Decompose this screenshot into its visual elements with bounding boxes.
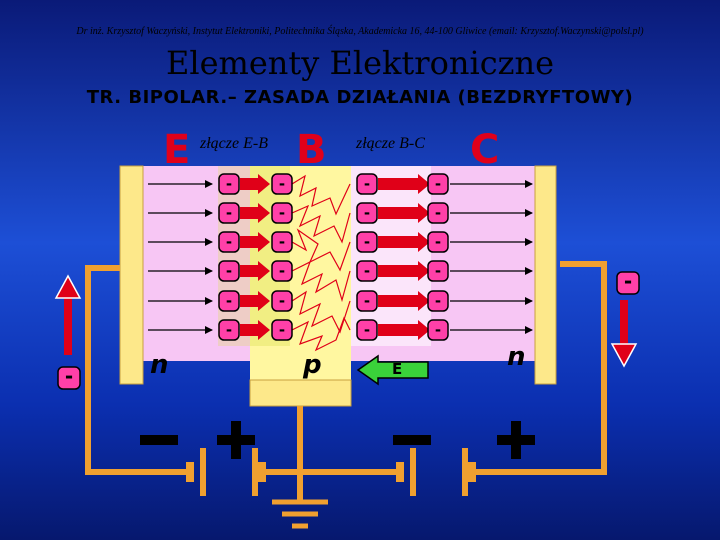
collector-drift-arrow [378, 320, 430, 340]
diffusion-path [291, 316, 351, 352]
page-title: Elementy Elektroniczne [165, 44, 555, 82]
electron-flow-electrons [57, 271, 640, 390]
svg-text:-: - [226, 204, 232, 222]
slide-subtitle: TR. BIPOLAR.– ZASADA DZIAŁANIA (BEZDRYFT… [86, 87, 634, 108]
external-electron-left-sign: - [64, 364, 74, 388]
junction-bc-label: złącze B-C [356, 135, 425, 152]
diffusion-paths [291, 174, 351, 352]
electron-column-1: - - - - - - [218, 173, 240, 341]
svg-text:-: - [226, 233, 232, 251]
base-contact [249, 379, 352, 407]
svg-text:-: - [435, 292, 441, 310]
svg-text:-: - [364, 321, 370, 339]
semiconductor-body [143, 166, 535, 380]
collector-field-lines [450, 180, 533, 334]
svg-text:-: - [435, 321, 441, 339]
diffusion-path [291, 290, 351, 334]
diffusion-path [291, 228, 351, 272]
emitter-field-lines [148, 180, 213, 334]
diffusion-path [291, 174, 351, 216]
collector-wire [476, 261, 607, 475]
emitter-injection-arrow [240, 232, 270, 252]
base-wire-left [266, 406, 303, 475]
electron-column-2: - - - - - - [271, 173, 293, 341]
external-circuit [85, 261, 607, 500]
svg-text:-: - [279, 233, 285, 251]
electron-column-3: - - - - - - [356, 173, 378, 341]
svg-text:-: - [279, 175, 285, 193]
collector-contact [534, 165, 557, 385]
svg-text:-: - [279, 321, 285, 339]
external-electron-right [616, 271, 640, 295]
collector-drift-arrow [378, 261, 430, 281]
base-label: B [296, 127, 327, 173]
svg-text:-: - [279, 204, 285, 222]
minus-sign-icon [140, 435, 178, 445]
bc-depletion-left [351, 166, 431, 346]
svg-text:-: - [279, 262, 285, 280]
emitter-injection-arrow [240, 291, 270, 311]
emitter-injection-arrow [240, 203, 270, 223]
battery-eb-icon [186, 448, 266, 496]
svg-text:-: - [435, 175, 441, 193]
minus-sign-icon [393, 435, 431, 445]
svg-text:-: - [364, 233, 370, 251]
collector-drift-arrow [378, 174, 430, 194]
author-line: Dr inż. Krzysztof Waczyński, Instytut El… [76, 26, 644, 37]
electron-flow-arrows [54, 274, 638, 368]
collector-drift-arrow [378, 203, 430, 223]
ground-icon [272, 499, 328, 529]
svg-text:-: - [279, 292, 285, 310]
battery-bc-icon [396, 448, 476, 496]
svg-text:-: - [226, 262, 232, 280]
svg-text:-: - [364, 292, 370, 310]
emitter-wire [85, 265, 186, 475]
svg-text:-: - [364, 204, 370, 222]
svg-text:-: - [435, 262, 441, 280]
collector-drift-arrow [378, 232, 430, 252]
collector-region-label: n [507, 342, 526, 372]
polarity-signs [140, 421, 535, 459]
injection-arrows [240, 174, 430, 340]
emitter-injection-arrow [240, 320, 270, 340]
svg-text:-: - [226, 175, 232, 193]
junction-eb-label: złącze E-B [200, 135, 268, 152]
external-electron-left [57, 366, 81, 390]
svg-text:-: - [226, 321, 232, 339]
svg-text:-: - [364, 175, 370, 193]
svg-text:-: - [435, 204, 441, 222]
emitter-contact [119, 165, 144, 385]
collector-drift-arrow [378, 291, 430, 311]
external-electron-right-sign: - [623, 269, 633, 293]
svg-text:-: - [435, 233, 441, 251]
field-arrow [356, 354, 429, 386]
emitter-injection-arrow [240, 261, 270, 281]
electrons: - - - - - - - - - - - - - - - - - - - - … [218, 173, 449, 341]
diffusion-path [291, 260, 351, 303]
svg-text:-: - [364, 262, 370, 280]
eb-depletion-left [218, 166, 250, 346]
eb-depletion-right [250, 166, 290, 346]
collector-label: C [470, 127, 500, 173]
emitter-region-label: n [150, 350, 169, 380]
emitter-label: E [163, 127, 191, 173]
emitter-injection-arrow [240, 174, 270, 194]
diffusion-path [291, 204, 351, 244]
svg-text:-: - [226, 292, 232, 310]
field-arrow-label: E [392, 360, 403, 378]
base-region-label: p [303, 350, 322, 380]
electron-column-4: - - - - - - [427, 173, 449, 341]
